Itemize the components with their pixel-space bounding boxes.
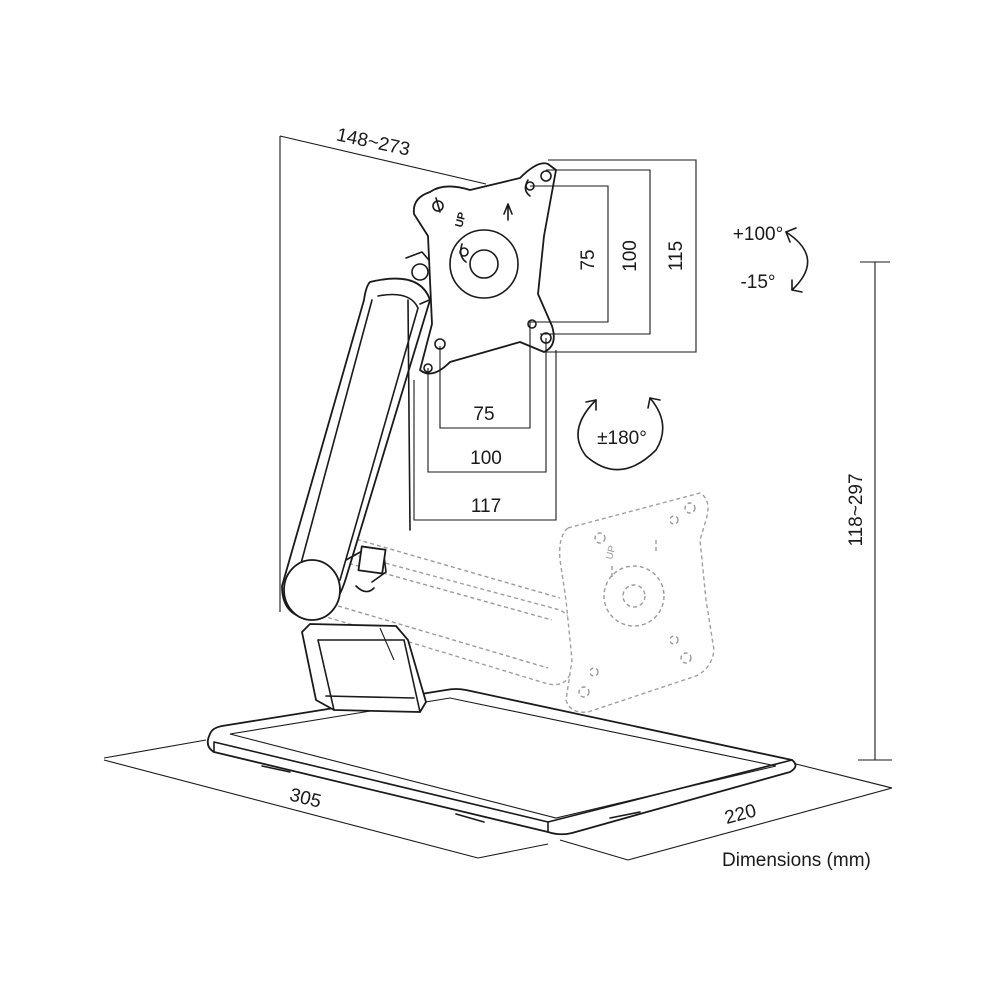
vesa-inner-height-label: 75: [578, 249, 599, 270]
arm-reach-label: 148~273: [335, 125, 412, 161]
tilt-down-label: -15°: [740, 272, 775, 293]
vesa-plate: [412, 162, 557, 375]
dimension-lines: [103, 135, 893, 861]
base-column: [301, 623, 427, 713]
gas-spring-arm: [281, 251, 435, 621]
vesa-inner-width-label: 75: [473, 404, 494, 425]
base-length-label: 305: [287, 785, 323, 813]
height-range-label: 118~297: [846, 473, 867, 546]
vesa-outer-width-label: 117: [471, 496, 501, 517]
base-plate: [206, 688, 797, 836]
vesa-mid-height-label: 100: [620, 240, 641, 272]
plate-up-mark: UP: [453, 211, 469, 229]
ghost-up-mark: UP: [604, 544, 618, 561]
units-note: Dimensions (mm): [722, 850, 871, 871]
vesa-mid-width-label: 100: [470, 448, 502, 469]
lowered-position-ghost: [309, 492, 715, 713]
tilt-up-label: +100°: [733, 224, 783, 245]
swivel-label: ±180°: [597, 428, 647, 449]
swivel-rotation-arrow: [577, 397, 664, 471]
base-width-label: 220: [723, 800, 759, 828]
vesa-outer-height-label: 115: [666, 241, 687, 271]
tilt-rotation-arrow: [785, 227, 809, 293]
